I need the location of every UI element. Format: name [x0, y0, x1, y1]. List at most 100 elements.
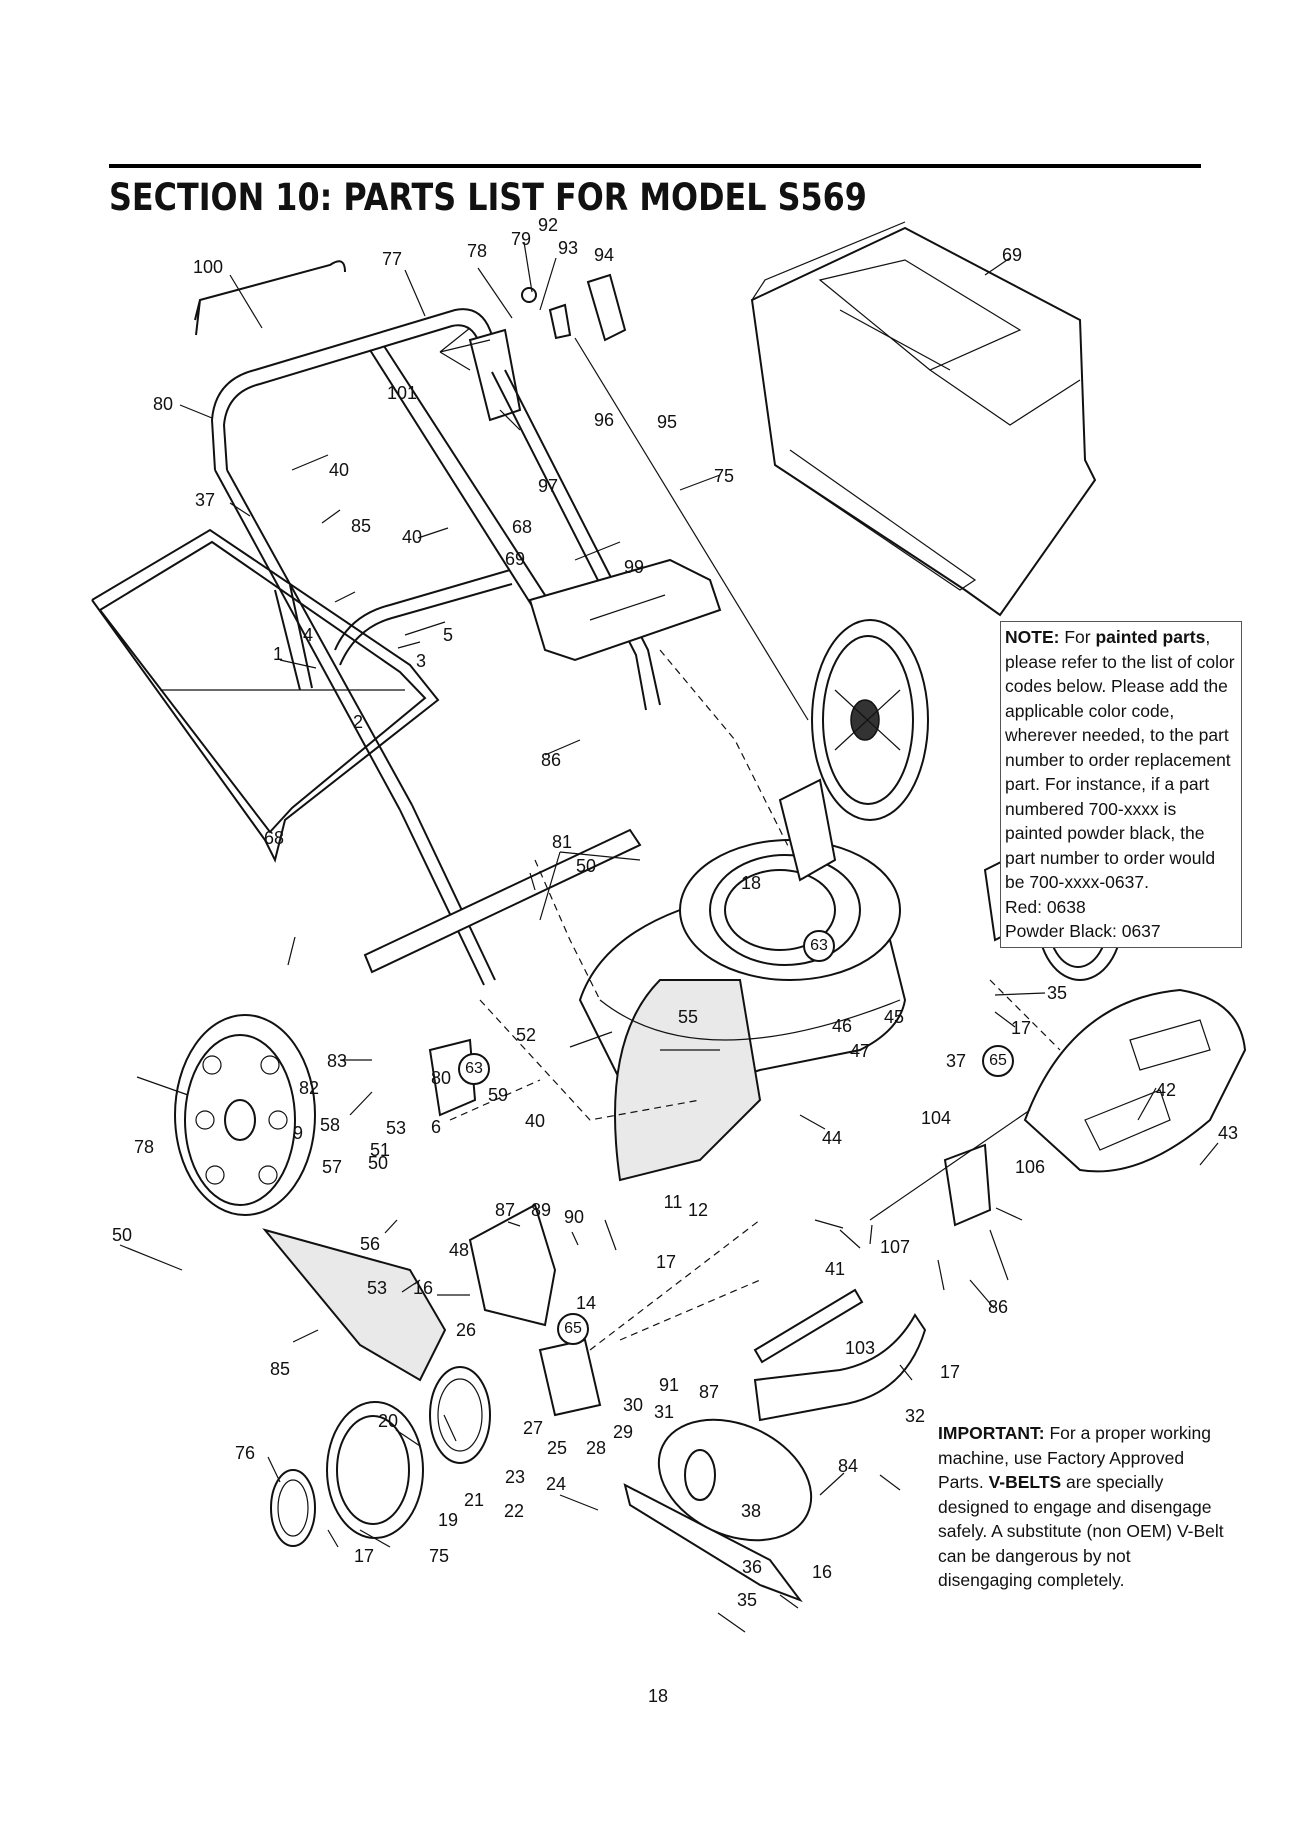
rear-wheel-right: [811, 619, 929, 821]
callout: 80: [152, 394, 174, 414]
callout: 16: [811, 1562, 833, 1582]
callout: 17: [655, 1252, 677, 1272]
section-title: SECTION 10: PARTS LIST FOR MODEL S569: [109, 176, 867, 219]
leader-lines: [119, 241, 1219, 1633]
callout: 87: [494, 1200, 516, 1220]
callout: 35: [1046, 983, 1068, 1003]
important-text: are specially designed to engage and dis…: [938, 1472, 1224, 1590]
callout: 3: [415, 651, 427, 671]
callout: 80: [430, 1068, 452, 1088]
callout: 90: [563, 1207, 585, 1227]
callout: 18: [740, 873, 762, 893]
drive-shaft: [753, 1288, 864, 1364]
callout: 55: [677, 1007, 699, 1027]
callout: 85: [269, 1359, 291, 1379]
front-axle-bracket: [538, 1338, 602, 1417]
callout: 68: [263, 828, 285, 848]
callout: 31: [653, 1402, 675, 1422]
callout: 69: [504, 549, 526, 569]
callout: 20: [377, 1411, 399, 1431]
front-baffle: [753, 1313, 927, 1422]
callout: 14: [575, 1293, 597, 1313]
rear-discharge-chute: [262, 1228, 447, 1382]
callout: 75: [713, 466, 735, 486]
callout: 24: [545, 1474, 567, 1494]
callout: 93: [557, 238, 579, 258]
callout: 30: [622, 1395, 644, 1415]
callout: 17: [1010, 1018, 1032, 1038]
callout: 95: [656, 412, 678, 432]
callout: 52: [515, 1025, 537, 1045]
callout: 84: [837, 1456, 859, 1476]
callout: 50: [111, 1225, 133, 1245]
right-height-bracket: [778, 778, 837, 882]
callout: 82: [298, 1078, 320, 1098]
front-wheel-left: [270, 1366, 491, 1547]
callout: 1: [272, 644, 284, 664]
callout: 37: [945, 1051, 967, 1071]
side-discharge-cover: [1023, 988, 1247, 1173]
rear-flap: [528, 558, 722, 662]
callout: 59: [487, 1085, 509, 1105]
note-text: For: [1059, 627, 1096, 647]
callout: 19: [437, 1510, 459, 1530]
callout: 81: [551, 832, 573, 852]
callout: 16: [412, 1278, 434, 1298]
callout: 78: [466, 241, 488, 261]
important-label: IMPORTANT:: [938, 1423, 1045, 1443]
callout: 86: [540, 750, 562, 770]
assembly-lines: [449, 649, 1061, 1351]
rear-wheel-left: [174, 1014, 316, 1216]
callout: 5: [442, 625, 454, 645]
callout: 40: [524, 1111, 546, 1131]
callout: 48: [448, 1240, 470, 1260]
note-text: , please refer to the list of color code…: [1005, 627, 1235, 892]
v-belt-warning: IMPORTANT: For a proper working machine,…: [938, 1421, 1228, 1593]
callout: 79: [510, 229, 532, 249]
callout: 89: [530, 1200, 552, 1220]
callout: 25: [546, 1438, 568, 1458]
mulch-plug: [468, 1203, 557, 1327]
bail-wire: [194, 260, 346, 336]
callout: 83: [326, 1051, 348, 1071]
callout: 37: [194, 490, 216, 510]
callout: 32: [904, 1406, 926, 1426]
important-text: For a proper working machine, use Factor…: [938, 1423, 1211, 1492]
callout: 76: [234, 1443, 256, 1463]
callout: 46: [831, 1016, 853, 1036]
blade-assembly: [623, 1418, 813, 1603]
callout: 56: [359, 1234, 381, 1254]
note-emphasis: painted parts: [1095, 627, 1206, 647]
callout: 17: [353, 1546, 375, 1566]
cable: [574, 337, 809, 721]
callout: 86: [987, 1297, 1009, 1317]
callout: 51: [369, 1140, 391, 1160]
callout: 17: [939, 1362, 961, 1382]
callout: 23: [504, 1467, 526, 1487]
callout: 101: [386, 383, 418, 403]
control-box: [468, 273, 627, 422]
callout: 78: [133, 1137, 155, 1157]
important-emphasis: V-BELTS: [988, 1472, 1062, 1492]
grass-bag: [750, 221, 1097, 617]
callout: 53: [366, 1278, 388, 1298]
page-number: 18: [647, 1686, 669, 1706]
callout: 53: [385, 1118, 407, 1138]
callout: 41: [824, 1259, 846, 1279]
callout: 65: [557, 1313, 589, 1345]
callout: 4: [302, 625, 314, 645]
callout: 27: [522, 1418, 544, 1438]
callout: 107: [879, 1237, 911, 1257]
callout: 26: [455, 1320, 477, 1340]
callout: 87: [698, 1382, 720, 1402]
bag-frame: [91, 528, 440, 863]
callout: 43: [1217, 1123, 1239, 1143]
callout: 29: [612, 1422, 634, 1442]
callout: 50: [575, 856, 597, 876]
callout: 77: [381, 249, 403, 269]
callout: 106: [1014, 1157, 1046, 1177]
callout: 99: [623, 557, 645, 577]
callout: 21: [463, 1490, 485, 1510]
lower-handle: [399, 369, 661, 986]
note-label: NOTE:: [1005, 627, 1060, 647]
